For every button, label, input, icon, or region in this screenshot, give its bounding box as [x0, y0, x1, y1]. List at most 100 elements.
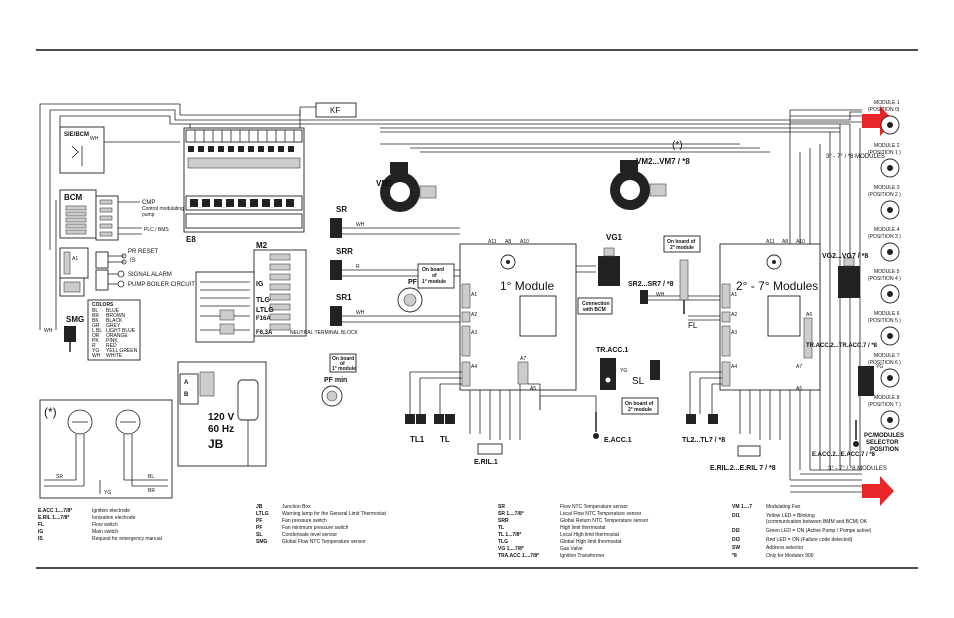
legend-desc: Address selector: [766, 545, 804, 551]
a4-m1: A4: [471, 364, 477, 370]
jb-voltage: 120 V: [208, 412, 234, 423]
a7-m1: A7: [520, 356, 526, 362]
onboard-1b-line2: of: [340, 361, 345, 367]
sl-sensor-icon: [650, 360, 660, 380]
tl2-thermostat-icon: [686, 414, 718, 424]
srr-label: SRR: [336, 247, 353, 256]
pc-selector-line3: POSITION: [870, 447, 899, 453]
vm2-label: VM2...VM7 / *8: [636, 157, 690, 166]
legend-code: PF: [256, 518, 262, 524]
plc-label: PLC / BMS: [144, 227, 169, 233]
legend-code: FL: [38, 522, 44, 528]
legend-col2: JB Junction Box LTLG Warning lamp for th…: [256, 504, 387, 545]
fl-switch-icon: [679, 259, 689, 314]
legend-code: IG: [38, 529, 43, 535]
legend-code: TLG: [498, 539, 508, 545]
onboard-1-box: [417, 263, 455, 289]
module-title: MODULE 4: [874, 227, 900, 233]
selector-dial-icon: [880, 115, 900, 135]
color-code: GR: [92, 323, 100, 329]
colors-title: COLORS: [92, 302, 114, 308]
pc-selector-line2: SELECTOR: [866, 440, 899, 446]
color-name: LIGHT BLUE: [106, 328, 136, 334]
jb-a: A: [184, 380, 189, 386]
legend-desc: Global High limit thermostat: [560, 539, 622, 545]
color-code: BL: [92, 308, 98, 314]
bcm-terminals: [65, 205, 87, 235]
a1-m1: A1: [471, 292, 477, 298]
legend-code: TRA.ACC 1....7/8*: [498, 553, 539, 559]
tl1-label: TL1: [410, 435, 425, 444]
color-name: BROWN: [106, 313, 126, 319]
fl-label: FL: [688, 321, 698, 330]
onboard-2-line2: 2° module: [628, 407, 652, 413]
legend-desc: Junction Box: [282, 504, 311, 510]
e-acc2-electrode-icon: [853, 420, 859, 447]
module1-label: 1° Module: [500, 279, 554, 293]
legend-code: VM 1....7: [732, 504, 752, 510]
tl2-label: TL2...TL7 / *8: [682, 437, 725, 444]
onboard-2-box: [621, 397, 659, 415]
neutral-terminal-label: NEUTRAL TERMINAL BLOCK: [290, 330, 359, 336]
module-title: MODULE 3: [874, 185, 900, 191]
color-name: GREY: [106, 323, 121, 329]
vm1-label: VM1: [376, 179, 393, 188]
vm2-fan-icon: [610, 160, 667, 210]
selector-dial-icon: [880, 284, 900, 304]
e8-label: E8: [186, 235, 196, 244]
pf-min-switch-icon: [321, 385, 343, 407]
legend-code: SW: [732, 545, 740, 551]
color-code: BK: [92, 318, 99, 324]
legend-code: SL: [256, 532, 262, 538]
tl-label: TL: [440, 435, 450, 444]
wh-label-1: WH: [90, 136, 99, 142]
legend-col1: E.ACC 1....7/8* Ignition electrode E.RIL…: [38, 508, 162, 542]
color-name: BLUE: [106, 308, 120, 314]
module-position: (POSITION 4 ): [868, 276, 901, 282]
ltlg-label: LTLG: [256, 307, 274, 314]
module-selectors: MODULE 1 (POSITION 0) MODULE 2 (POSITION…: [864, 100, 904, 453]
jb-frequency: 60 Hz: [208, 424, 234, 435]
legend-code: DI2: [732, 528, 740, 534]
legend-code: DI1: [732, 513, 740, 519]
onboard-1b-line1: On board: [332, 356, 354, 362]
a3-m1: A3: [471, 330, 477, 336]
legend-code: VG 1....7/8*: [498, 546, 524, 552]
legend-desc: Green LED = ON (Active Pump / Pompe acti…: [766, 528, 872, 534]
onboard-1-line2: of: [432, 273, 437, 279]
tlg-label: TLG: [256, 297, 271, 304]
a10-2: A10: [796, 239, 805, 245]
color-code: BR: [92, 313, 99, 319]
onboard-2-line1: On board of: [625, 401, 654, 407]
e-acc1-electrode-icon: [593, 412, 599, 439]
sr-label: SR: [336, 205, 347, 214]
colors-table: COLORS BL BLUE BR BROWN BK BLACK GR GREY…: [87, 299, 141, 361]
yg-tracc2: YG: [876, 364, 883, 370]
module-position: (POSITION 3 ): [868, 234, 901, 240]
yg-wire-label: YG: [104, 490, 111, 496]
module-position: (POSITION 1 ): [868, 150, 901, 156]
smg-label: SMG: [66, 315, 84, 324]
modules-top-label: 3° - 7° / *8 MODULES: [826, 154, 885, 160]
legend-desc: Ignition electrode: [92, 508, 130, 514]
module-title: MODULE 2: [874, 143, 900, 149]
kf-box: [315, 102, 357, 118]
sr-wire-label: SR: [56, 474, 63, 480]
ig-label: IG: [256, 281, 264, 288]
onboard-1-line1: On board: [422, 267, 444, 273]
legend-desc: Red LED = ON (Failure code detected): [766, 537, 853, 543]
onboard-1b-box: [329, 353, 357, 373]
legend-desc: Only for Modulex 900: [766, 553, 814, 559]
module-title: MODULE 5: [874, 269, 900, 275]
a10-1: A10: [520, 239, 529, 245]
legend-desc: Condensate level sensor: [282, 532, 337, 538]
a11-2: A11: [766, 239, 775, 245]
pf-label: PF: [408, 279, 418, 286]
color-code: OR: [92, 333, 100, 339]
a7-m2: A7: [796, 364, 802, 370]
color-name: RED: [106, 343, 117, 349]
module1-connectors: [461, 283, 529, 387]
vg2-label: VG2...VG7 / *8: [822, 253, 868, 260]
sr1-sensor-icon: [330, 306, 342, 326]
a2-m2: A2: [731, 312, 737, 318]
